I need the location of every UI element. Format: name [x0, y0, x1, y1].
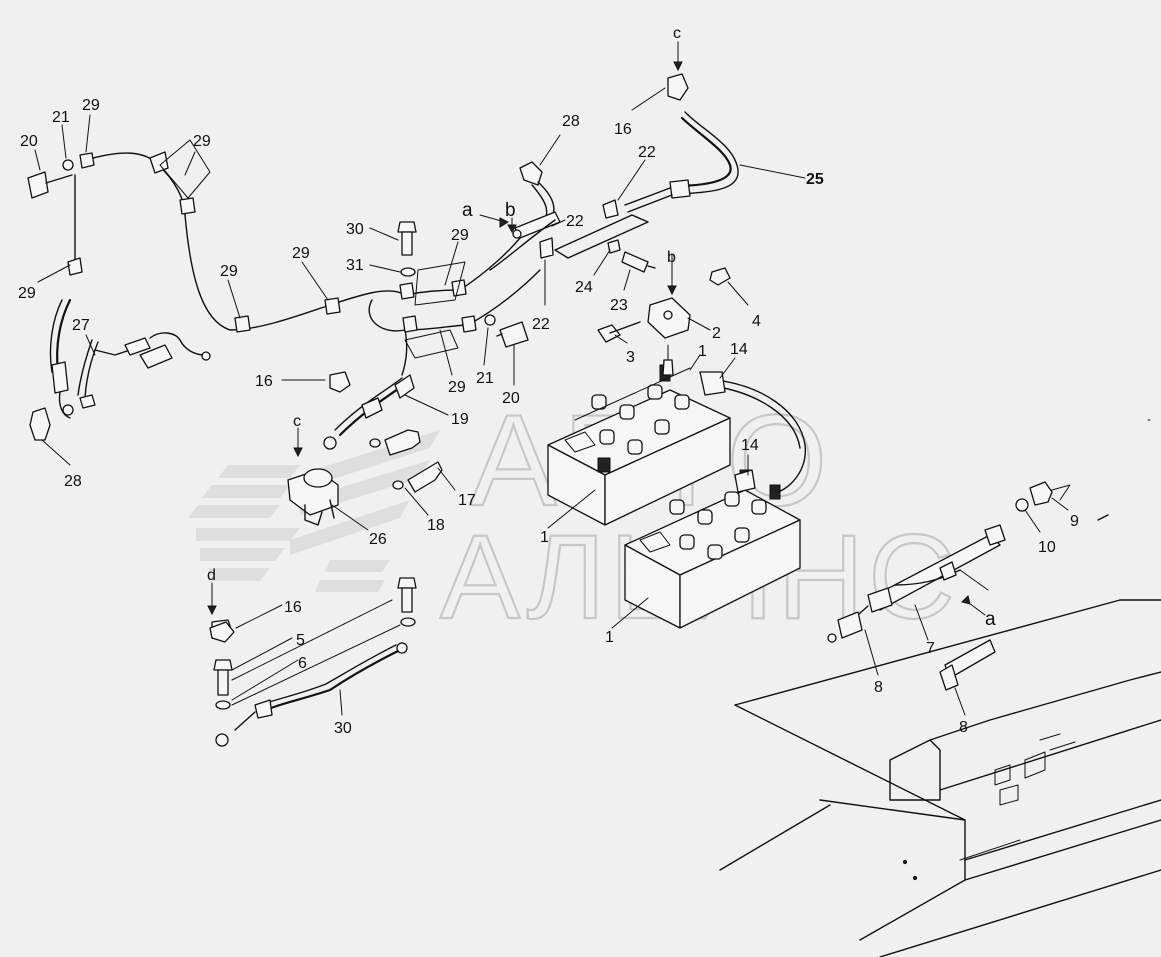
terminal-clamp	[597, 267, 731, 376]
label-29-b: 29	[193, 133, 211, 150]
label-28-left: 28	[64, 473, 82, 490]
label-22-top: 22	[638, 144, 656, 161]
label-9: 9	[1070, 513, 1079, 530]
label-23: 23	[610, 297, 628, 314]
label-b-top: b	[505, 200, 516, 221]
label-1-top: 1	[698, 343, 707, 360]
label-25: 25	[806, 171, 824, 188]
label-28-top: 28	[562, 113, 580, 130]
terminal-caps	[209, 371, 351, 643]
label-16-top: 16	[614, 121, 632, 138]
label-19: 19	[451, 411, 469, 428]
label-30-top: 30	[346, 221, 364, 238]
label-29-c: 29	[18, 285, 36, 302]
label-c-left: c	[293, 413, 301, 430]
label-29-d: 29	[220, 263, 238, 280]
leader-lines	[34, 41, 1151, 716]
label-21-left: 21	[52, 109, 70, 126]
label-8-left: 8	[874, 679, 883, 696]
label-1-mid: 1	[540, 529, 549, 546]
label-d: d	[207, 567, 216, 584]
label-18: 18	[427, 517, 445, 534]
label-4: 4	[752, 313, 761, 330]
label-3: 3	[626, 349, 635, 366]
label-5: 5	[296, 632, 305, 649]
cable-left	[27, 152, 211, 441]
label-27: 27	[72, 317, 90, 334]
connector-26	[287, 468, 339, 526]
label-17: 17	[458, 492, 476, 509]
label-21-mid: 21	[476, 370, 494, 387]
label-16-left: 16	[255, 373, 273, 390]
watermark: АВТО АЛЬЯНС	[188, 386, 956, 645]
label-7: 7	[926, 640, 935, 657]
label-8-right: 8	[959, 719, 968, 736]
wiring-harness	[85, 139, 541, 376]
label-29-g: 29	[448, 379, 466, 396]
label-30-low: 30	[334, 720, 352, 737]
label-10: 10	[1038, 539, 1056, 556]
label-20-mid: 20	[502, 390, 520, 407]
label-26: 26	[369, 531, 387, 548]
callout-labels: c 16 25 28 22 a b 22 22 24 23 b 4 2 3 1 …	[18, 25, 1079, 737]
label-29-a: 29	[82, 97, 100, 114]
label-c-top: c	[673, 25, 681, 42]
cable-19	[323, 374, 415, 450]
cable-28-top	[489, 161, 561, 271]
battery-bracket-rods	[827, 481, 1109, 691]
label-16-low: 16	[284, 599, 302, 616]
label-22-low: 22	[532, 316, 550, 333]
label-b-right: b	[667, 249, 676, 266]
label-2: 2	[712, 325, 721, 342]
inter-battery-cable	[699, 371, 806, 493]
machine-frame	[719, 599, 1161, 957]
label-6: 6	[298, 655, 307, 672]
cable-25	[624, 73, 806, 213]
label-a-right: a	[985, 609, 996, 630]
label-14-mid: 14	[741, 437, 759, 454]
bracket-plate	[539, 199, 656, 273]
bolts-center	[369, 221, 529, 493]
label-29-f: 29	[451, 227, 469, 244]
label-1-low: 1	[605, 629, 614, 646]
label-a-top: a	[462, 200, 473, 221]
label-29-e: 29	[292, 245, 310, 262]
label-14-top: 14	[730, 341, 748, 358]
label-31: 31	[346, 257, 364, 274]
label-24: 24	[575, 279, 593, 296]
label-20-left: 20	[20, 133, 38, 150]
label-22-mid: 22	[566, 213, 584, 230]
